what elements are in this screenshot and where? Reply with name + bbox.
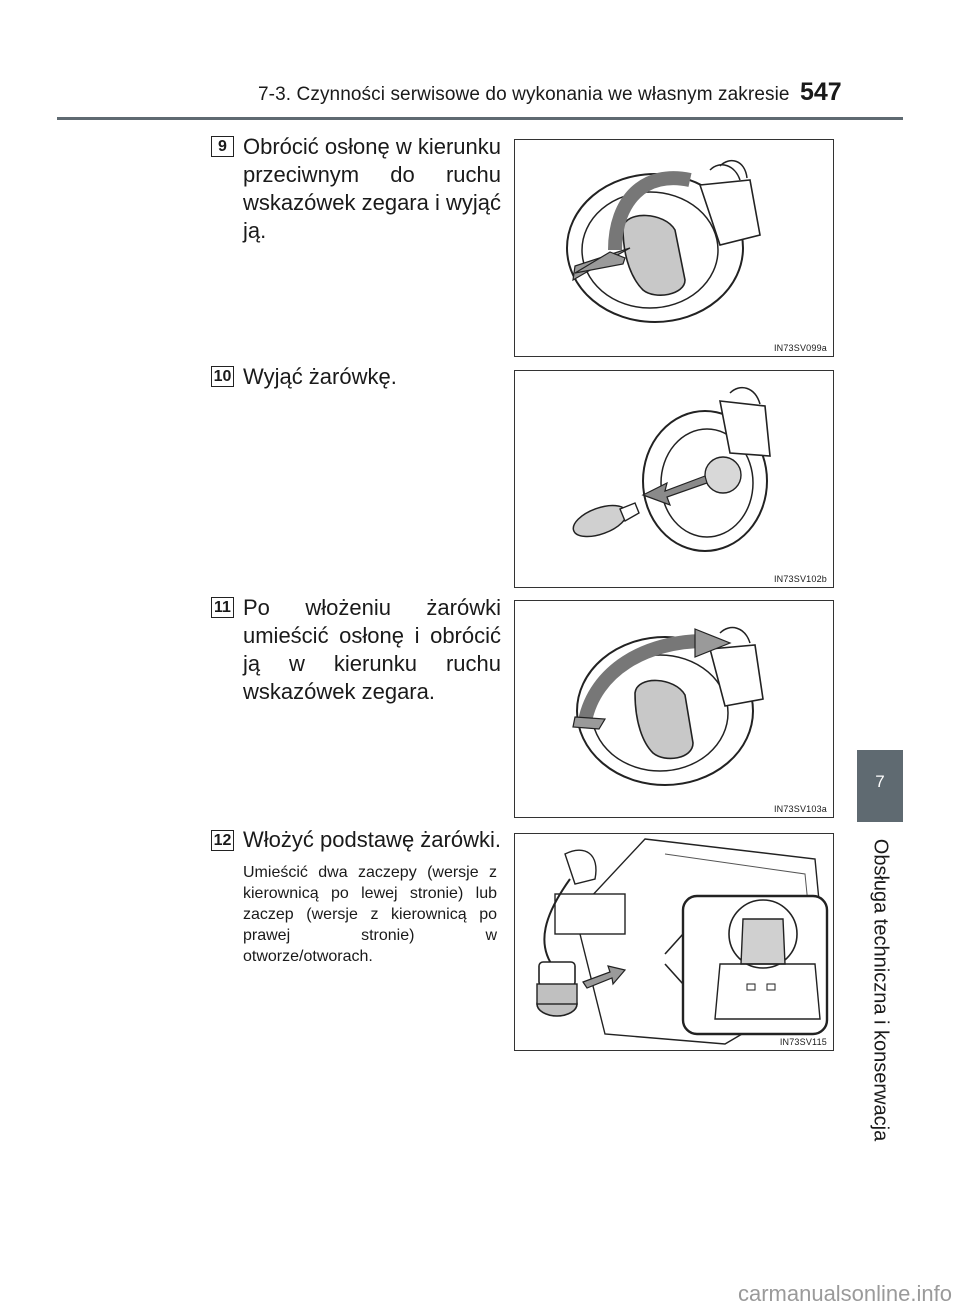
page-number: 547 [800,78,842,106]
chapter-number: 7 [875,772,885,791]
watermark: carmanualsonline.info [737,1281,952,1306]
step-12-text: Włożyć podstawę żarówki. [243,827,501,852]
header-title: 7-3. Czynności serwisowe do wykonania we… [258,84,790,105]
chapter-tab: 7 [857,750,903,822]
chapter-title: Obsługa techniczna i konserwacja [869,838,892,1142]
step-10-badge: 10 [211,366,234,387]
step-9-text: Obrócić osłonę w kierunku przeciwnym do … [243,134,502,243]
step-9-badge: 9 [211,136,234,157]
step-12-badge: 12 [211,830,234,851]
step-11-text: Po włożeniu żarówki umieścić osłonę i ob… [243,595,501,704]
step-12-subtext: Umieścić dwa zaczepy (wersje z kierownic… [243,864,497,965]
figure-step-9: IN73SV099a [514,139,834,357]
figure-step-12: IN73SV115 [514,833,834,1051]
figure-code-12: IN73SV115 [779,1037,827,1047]
figure-step-10: IN73SV102b [514,370,834,588]
header-rule [57,117,903,120]
figure-code-10: IN73SV102b [773,574,827,584]
step-11-badge: 11 [211,597,234,618]
figure-code-9: IN73SV099a [773,343,827,353]
figure-code-11: IN73SV103a [773,804,827,814]
figure-step-11: IN73SV103a [514,600,834,818]
step-10-text: Wyjąć żarówkę. [243,364,397,389]
